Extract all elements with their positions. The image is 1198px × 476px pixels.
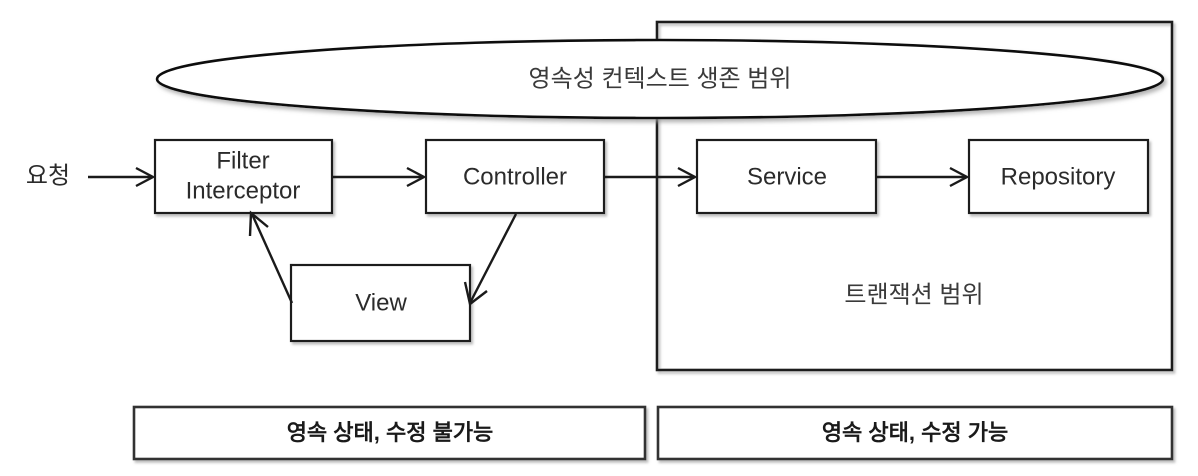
- legend-persistent-writable: 영속 상태, 수정 가능: [656, 405, 1174, 461]
- controller-rect: [424, 138, 606, 215]
- transaction-scope-group: 트랜잭션 범위: [655, 20, 1174, 372]
- arrow-service-to-repository: [876, 166, 970, 188]
- filter-interceptor-rect: [153, 138, 334, 215]
- persistence-context-ellipse: [155, 38, 1165, 120]
- transaction-scope-label: 트랜잭션 범위: [844, 281, 983, 308]
- filter-interceptor-label-line1: Filter: [216, 147, 269, 174]
- filter-interceptor-label-line2: Interceptor: [186, 177, 301, 204]
- legend-left-rect: [132, 405, 647, 461]
- legend-right-rect: [656, 405, 1174, 461]
- view-label: View: [355, 289, 407, 316]
- request-entry-label: 요청: [26, 162, 70, 189]
- node-view: View: [289, 263, 472, 343]
- arrow-request-to-filter: [88, 166, 156, 188]
- node-service: Service: [695, 138, 878, 215]
- arrow-view-to-filter: [248, 210, 294, 304]
- service-rect: [695, 138, 878, 215]
- legend-left-label: 영속 상태, 수정 불가능: [287, 420, 494, 445]
- legend-persistent-readonly: 영속 상태, 수정 불가능: [132, 405, 647, 461]
- repository-rect: [967, 138, 1150, 215]
- transaction-scope-rect: [655, 20, 1174, 372]
- node-repository: Repository: [967, 138, 1150, 215]
- persistence-context-scope-group: 영속성 컨텍스트 생존 범위: [155, 38, 1165, 120]
- arrow-controller-to-view: [463, 213, 518, 307]
- repository-label: Repository: [1001, 163, 1116, 190]
- arrow-controller-to-service: [604, 166, 698, 188]
- view-rect: [289, 263, 472, 343]
- service-label: Service: [747, 163, 827, 190]
- node-controller: Controller: [424, 138, 606, 215]
- node-filter-interceptor: Filter Interceptor: [153, 138, 334, 215]
- arrow-filter-to-controller: [332, 166, 427, 188]
- persistence-context-label: 영속성 컨텍스트 생존 범위: [529, 65, 792, 92]
- controller-label: Controller: [463, 163, 567, 190]
- legend-right-label: 영속 상태, 수정 가능: [822, 420, 1008, 445]
